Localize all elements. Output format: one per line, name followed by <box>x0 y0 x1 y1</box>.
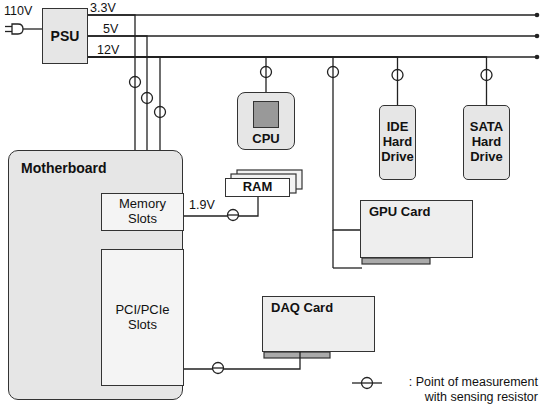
node-label: Memory Slots <box>104 197 181 227</box>
legend-text: : Point of measurement with sensing resi… <box>388 375 538 405</box>
rail-end-dot <box>535 34 540 39</box>
rail-5v <box>88 35 537 36</box>
power-wire <box>184 197 258 216</box>
node-label: CPU <box>252 132 279 147</box>
rail-end-dot <box>535 55 540 60</box>
cpu-chip <box>253 101 279 128</box>
power-supply-box: PSU <box>42 8 88 64</box>
power-wire <box>88 36 147 150</box>
resistor-symbol <box>213 363 224 374</box>
mains-cord <box>22 28 42 29</box>
rail-voltage: 12V <box>97 44 119 58</box>
gpu-aux-wire <box>333 267 362 268</box>
card-edge-connector <box>264 352 330 358</box>
resistor-symbol <box>142 93 153 104</box>
node-label: DAQ Card <box>271 301 333 316</box>
expansion-card: GPU Card <box>360 200 473 258</box>
resistor-symbol <box>155 107 166 118</box>
power-plug <box>5 24 23 34</box>
node-label: Motherboard <box>21 160 107 176</box>
voltage-label: 1.9V <box>188 199 216 213</box>
rail-voltage: 5V <box>103 23 118 37</box>
resistor-symbol <box>261 67 272 78</box>
slot-box: Memory Slots <box>101 193 184 231</box>
legend-resistor-symbol <box>352 378 382 389</box>
expansion-card: DAQ Card <box>262 296 375 352</box>
resistor-symbol <box>392 70 403 81</box>
node-label: RAM <box>243 180 273 195</box>
rail-3v3 <box>88 14 537 15</box>
node-label: IDE Hard Drive <box>381 120 414 165</box>
resistor-symbol <box>228 210 239 221</box>
ram-stick: RAM <box>225 178 290 197</box>
power-wire <box>184 352 300 369</box>
node-label: SATA Hard Drive <box>466 120 507 165</box>
power-wire <box>88 15 135 150</box>
motherboard-box: MotherboardMemory SlotsPCI/PCIe Slots <box>8 150 183 400</box>
resistor-symbol <box>481 70 492 81</box>
drive-box: IDE Hard Drive <box>379 105 416 180</box>
cpu-box: CPU <box>237 92 295 150</box>
node-label: PSU <box>51 28 80 44</box>
slot-box: PCI/PCIe Slots <box>101 249 184 386</box>
resistor-symbol <box>328 67 339 78</box>
power-wire <box>88 57 160 150</box>
power-wire <box>88 57 360 230</box>
resistor-symbol <box>130 77 141 88</box>
rail-voltage: 3.3V <box>90 2 116 16</box>
node-label: PCI/PCIe Slots <box>104 303 181 333</box>
rail-end-dot <box>535 13 540 18</box>
node-label: GPU Card <box>369 205 430 220</box>
power-wire <box>88 57 266 92</box>
input-voltage: 110V <box>4 5 32 19</box>
gpu-aux-wire <box>332 230 333 268</box>
drive-box: SATA Hard Drive <box>463 105 510 180</box>
card-edge-connector <box>362 258 430 264</box>
